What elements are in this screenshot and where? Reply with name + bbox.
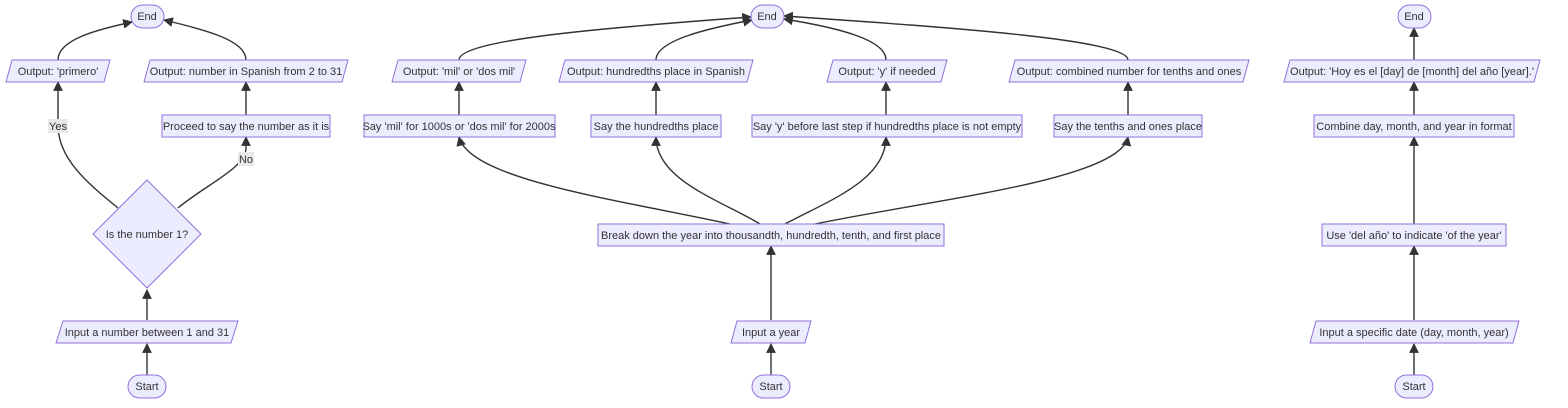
edge-label-no: No: [238, 152, 254, 166]
decision-node: Is the number 1?: [92, 179, 202, 289]
input-year-node: Input a year: [730, 320, 812, 344]
svg-text:End: End: [757, 11, 777, 23]
combine-node: Combine day, month, and year in format: [1313, 114, 1515, 138]
svg-text:No: No: [239, 154, 253, 166]
svg-text:Combine day, month, and year i: Combine day, month, and year in format: [1316, 121, 1511, 133]
output-y-node: Output: 'y' if needed: [826, 59, 948, 83]
output-number-node: Output: number in Spanish from 2 to 31: [143, 59, 349, 83]
svg-text:Say 'y' before last step if hu: Say 'y' before last step if hundredths p…: [753, 121, 1022, 133]
svg-text:Output: 'primero': Output: 'primero': [18, 66, 99, 78]
svg-text:Output: combined number for te: Output: combined number for tenths and o…: [1017, 66, 1242, 78]
edges-flow2: [454, 11, 1133, 375]
svg-text:Say the hundredths place: Say the hundredths place: [594, 121, 719, 133]
say-mil-node: Say 'mil' for 1000s or 'dos mil' for 200…: [362, 114, 556, 138]
svg-text:Output: number in Spanish from: Output: number in Spanish from 2 to 31: [150, 66, 343, 78]
end-node-2: End: [750, 4, 785, 29]
start-node-2: Start: [751, 374, 791, 399]
edge-outy-to-end: [783, 15, 887, 61]
proceed-node: Proceed to say the number as it is: [161, 114, 331, 138]
svg-text:Start: Start: [759, 381, 782, 393]
input-number-node: Input a number between 1 and 31: [55, 320, 239, 344]
edge-label-yes: Yes: [48, 119, 68, 133]
edge-outhundredths-to-end: [655, 16, 753, 61]
svg-text:End: End: [1404, 11, 1424, 23]
edge-breakdown-to-y: [784, 136, 891, 225]
edges-flow1: [53, 17, 251, 375]
svg-text:Yes: Yes: [49, 121, 67, 133]
end-node-3: End: [1397, 4, 1432, 29]
start-node-1: Start: [127, 374, 167, 399]
breakdown-node: Break down the year into thousandth, hun…: [597, 223, 945, 247]
edge-outmil-to-end: [458, 12, 752, 61]
edge-outcombined-to-end: [783, 11, 1129, 61]
output-date-node: Output: 'Hoy es el [day] de [month] del …: [1283, 59, 1541, 83]
svg-text:Output: 'mil' or 'dos mil': Output: 'mil' or 'dos mil': [403, 66, 515, 78]
edge-decision-no: [177, 136, 251, 209]
svg-text:Proceed to say the number as i: Proceed to say the number as it is: [163, 121, 330, 133]
edge-decision-yes: [53, 81, 119, 209]
svg-text:Output: hundredths place in Sp: Output: hundredths place in Spanish: [567, 66, 745, 78]
svg-text:Say the tenths and ones place: Say the tenths and ones place: [1054, 121, 1202, 133]
svg-text:Input a specific date (day, mo: Input a specific date (day, month, year): [1319, 327, 1508, 339]
output-primero-node: Output: 'primero': [5, 59, 111, 83]
say-hundredths-node: Say the hundredths place: [590, 114, 722, 138]
use-del-node: Use 'del año' to indicate 'of the year': [1321, 223, 1507, 247]
svg-text:Start: Start: [135, 381, 158, 393]
svg-text:Input a year: Input a year: [742, 327, 800, 339]
say-y-node: Say 'y' before last step if hundredths p…: [751, 114, 1023, 138]
svg-text:Break down the year into thous: Break down the year into thousandth, hun…: [601, 230, 941, 242]
end-node-1: End: [130, 4, 165, 29]
svg-text:Is the number 1?: Is the number 1?: [106, 229, 189, 241]
output-hundredths-node: Output: hundredths place in Spanish: [558, 59, 754, 83]
edge-breakdown-to-tenths: [814, 136, 1132, 225]
svg-text:Start: Start: [1402, 381, 1425, 393]
start-node-3: Start: [1394, 374, 1434, 399]
edge-number-to-end: [163, 17, 247, 61]
edge-primero-to-end: [57, 19, 133, 61]
edge-breakdown-to-mil: [456, 136, 731, 225]
svg-text:End: End: [137, 11, 157, 23]
svg-text:Say 'mil' for 1000s or 'dos mi: Say 'mil' for 1000s or 'dos mil' for 200…: [362, 121, 556, 133]
say-tenths-node: Say the tenths and ones place: [1053, 114, 1203, 138]
svg-text:Use 'del año' to indicate 'of: Use 'del año' to indicate 'of the year': [1326, 230, 1501, 242]
edge-breakdown-to-hundredths: [651, 136, 761, 225]
input-date-node: Input a specific date (day, month, year): [1309, 320, 1520, 344]
svg-text:Output: 'y' if needed: Output: 'y' if needed: [838, 66, 935, 78]
output-combined-node: Output: combined number for tenths and o…: [1008, 59, 1250, 83]
output-mil-node: Output: 'mil' or 'dos mil': [391, 59, 527, 83]
svg-text:Output: 'Hoy es el [day] de [m: Output: 'Hoy es el [day] de [month] del …: [1290, 66, 1534, 78]
svg-text:Input a number between 1 and 3: Input a number between 1 and 31: [65, 327, 230, 339]
